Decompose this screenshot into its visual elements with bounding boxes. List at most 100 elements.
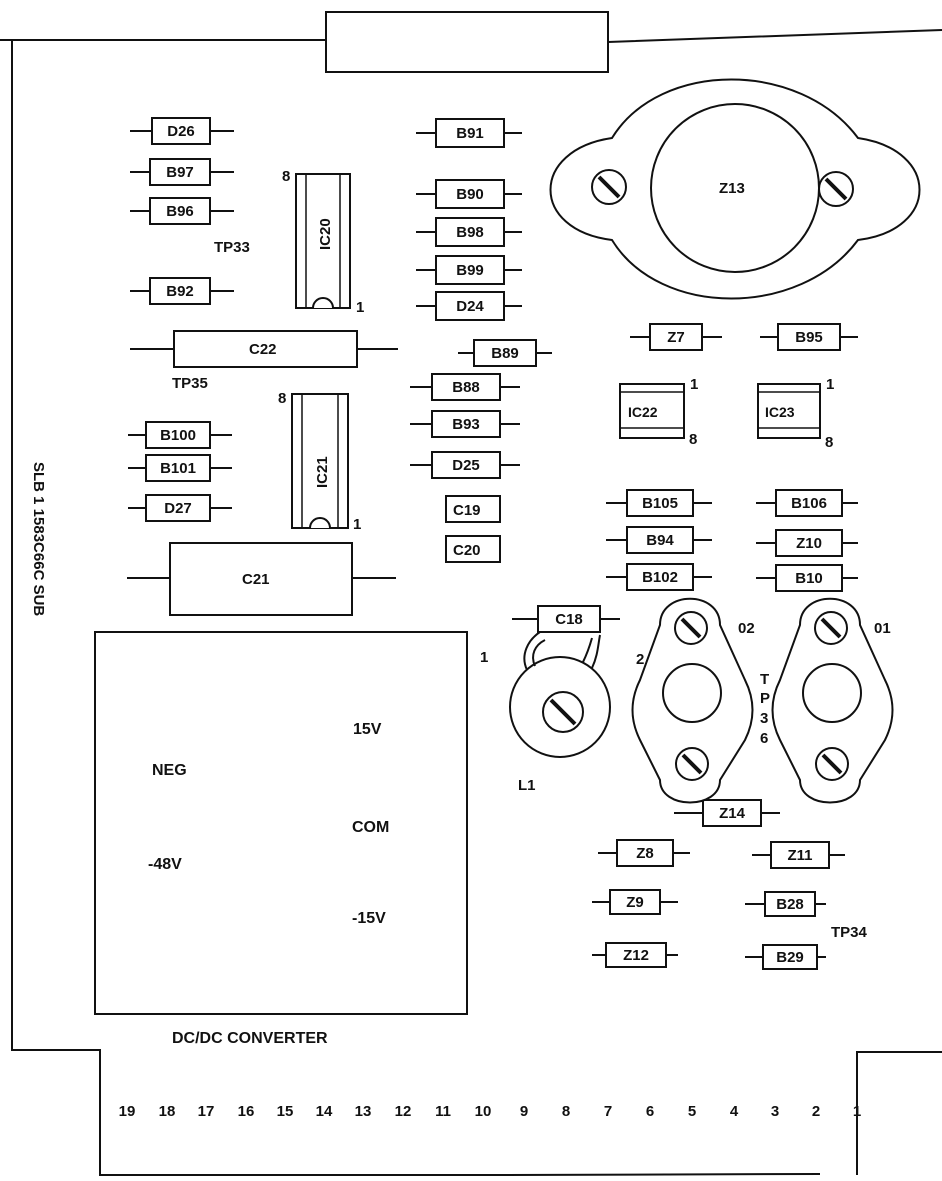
component-body bbox=[626, 563, 694, 591]
c20-label: C20 bbox=[453, 542, 481, 559]
component-z9: Z9 bbox=[592, 889, 678, 915]
component-label: B10 bbox=[795, 570, 823, 587]
inductor-l1: L1 bbox=[509, 631, 611, 794]
component-c18: C18 bbox=[512, 605, 620, 633]
tp36-char-3: 3 bbox=[760, 710, 768, 727]
connector-pin-14: 14 bbox=[316, 1103, 333, 1120]
component-label: B96 bbox=[166, 203, 194, 220]
component-label: B29 bbox=[776, 949, 804, 966]
converter-com: COM bbox=[352, 819, 389, 836]
connector-pin-1: 1 bbox=[853, 1103, 861, 1120]
component-body bbox=[435, 179, 505, 209]
component-label: B95 bbox=[795, 329, 823, 346]
q1-label: 01 bbox=[874, 620, 891, 637]
connector-pin-5: 5 bbox=[688, 1103, 696, 1120]
component-b105: B105 bbox=[606, 489, 712, 517]
ic22-label: IC22 bbox=[628, 404, 658, 420]
ic20: IC20 8 1 bbox=[282, 168, 364, 316]
component-label: B90 bbox=[456, 186, 484, 203]
component-b92: B92 bbox=[130, 277, 234, 305]
component-body bbox=[605, 942, 667, 968]
ic22: IC22 1 8 bbox=[619, 376, 698, 448]
component-body bbox=[435, 217, 505, 247]
component-b96: B96 bbox=[130, 197, 234, 225]
component-body bbox=[435, 118, 505, 148]
c19-label: C19 bbox=[453, 502, 481, 519]
connector-pin-19: 19 bbox=[119, 1103, 136, 1120]
dcdc-converter: 1 NEG -48V 15V COM -15V DC/DC CONVERTER bbox=[94, 631, 488, 1047]
ic23: IC23 1 8 bbox=[757, 376, 834, 451]
converter-title: DC/DC CONVERTER bbox=[172, 1030, 328, 1047]
tp35-label: TP35 bbox=[172, 375, 208, 392]
converter-neg: NEG bbox=[152, 762, 187, 779]
component-label: B98 bbox=[456, 224, 484, 241]
component-body bbox=[431, 373, 501, 401]
component-z12: Z12 bbox=[592, 942, 678, 968]
component-label: D24 bbox=[456, 298, 484, 315]
component-z14: Z14 bbox=[674, 799, 780, 827]
component-body bbox=[431, 451, 501, 479]
transistor-z13: Z13 bbox=[549, 78, 921, 300]
component-body bbox=[775, 529, 843, 557]
component-body bbox=[762, 944, 818, 970]
component-label: B99 bbox=[456, 262, 484, 279]
ic22-pin8: 8 bbox=[689, 431, 697, 448]
ic23-pin1: 1 bbox=[826, 376, 834, 393]
component-label: Z8 bbox=[636, 845, 654, 862]
component-label: B102 bbox=[642, 569, 678, 586]
component-body bbox=[702, 799, 762, 827]
connector-pin-11: 11 bbox=[435, 1103, 451, 1120]
component-body bbox=[609, 889, 661, 915]
component-b94: B94 bbox=[606, 526, 712, 554]
component-label: Z7 bbox=[667, 329, 685, 346]
capacitor-c22: C22 bbox=[130, 330, 398, 368]
component-label: B105 bbox=[642, 495, 678, 512]
component-body bbox=[626, 526, 694, 554]
transistor-02: 02 2 bbox=[631, 597, 755, 804]
component-b28: B28 bbox=[745, 891, 826, 917]
component-b10: B10 bbox=[756, 564, 858, 592]
component-b100: B100 bbox=[128, 421, 232, 449]
connector-pin-16: 16 bbox=[238, 1103, 255, 1120]
component-z7: Z7 bbox=[630, 323, 722, 351]
side-label: SLB 1 1583C66C SUB bbox=[30, 462, 47, 616]
tp33-label: TP33 bbox=[214, 239, 250, 256]
component-body bbox=[435, 291, 505, 321]
converter-neg48: -48V bbox=[148, 856, 182, 873]
component-body bbox=[145, 421, 211, 449]
connector-pin-10: 10 bbox=[475, 1103, 492, 1120]
component-body bbox=[149, 158, 211, 186]
connector-pin-9: 9 bbox=[520, 1103, 528, 1120]
component-b101: B101 bbox=[128, 454, 232, 482]
tp36-char-4: 6 bbox=[760, 730, 768, 747]
component-label: D27 bbox=[164, 500, 192, 517]
connector-pin-17: 17 bbox=[198, 1103, 215, 1120]
component-d26: D26 bbox=[130, 117, 234, 145]
capacitor-c19: C19 bbox=[445, 495, 501, 523]
component-body bbox=[649, 323, 703, 351]
component-z11: Z11 bbox=[752, 841, 845, 869]
l1-label: L1 bbox=[518, 777, 536, 794]
transistor-01: 01 bbox=[771, 597, 894, 804]
component-body bbox=[151, 117, 211, 145]
ic23-pin8: 8 bbox=[825, 434, 833, 451]
component-label: C18 bbox=[555, 611, 583, 628]
c21-label: C21 bbox=[242, 571, 270, 588]
component-label: D25 bbox=[452, 457, 480, 474]
capacitor-c20: C20 bbox=[445, 535, 501, 563]
component-body bbox=[431, 410, 501, 438]
tp36-char-2: P bbox=[760, 690, 770, 707]
capacitor-c21: C21 bbox=[127, 542, 396, 616]
ic21-pin8: 8 bbox=[278, 390, 286, 407]
tp34-label: TP34 bbox=[831, 924, 868, 941]
connector-pin-8: 8 bbox=[562, 1103, 570, 1120]
component-body bbox=[473, 339, 537, 367]
q2-label: 02 bbox=[738, 620, 755, 637]
component-label: B97 bbox=[166, 164, 194, 181]
component-label: B94 bbox=[646, 532, 674, 549]
component-body bbox=[777, 323, 841, 351]
ic20-pin8: 8 bbox=[282, 168, 290, 185]
component-b102: B102 bbox=[606, 563, 712, 591]
